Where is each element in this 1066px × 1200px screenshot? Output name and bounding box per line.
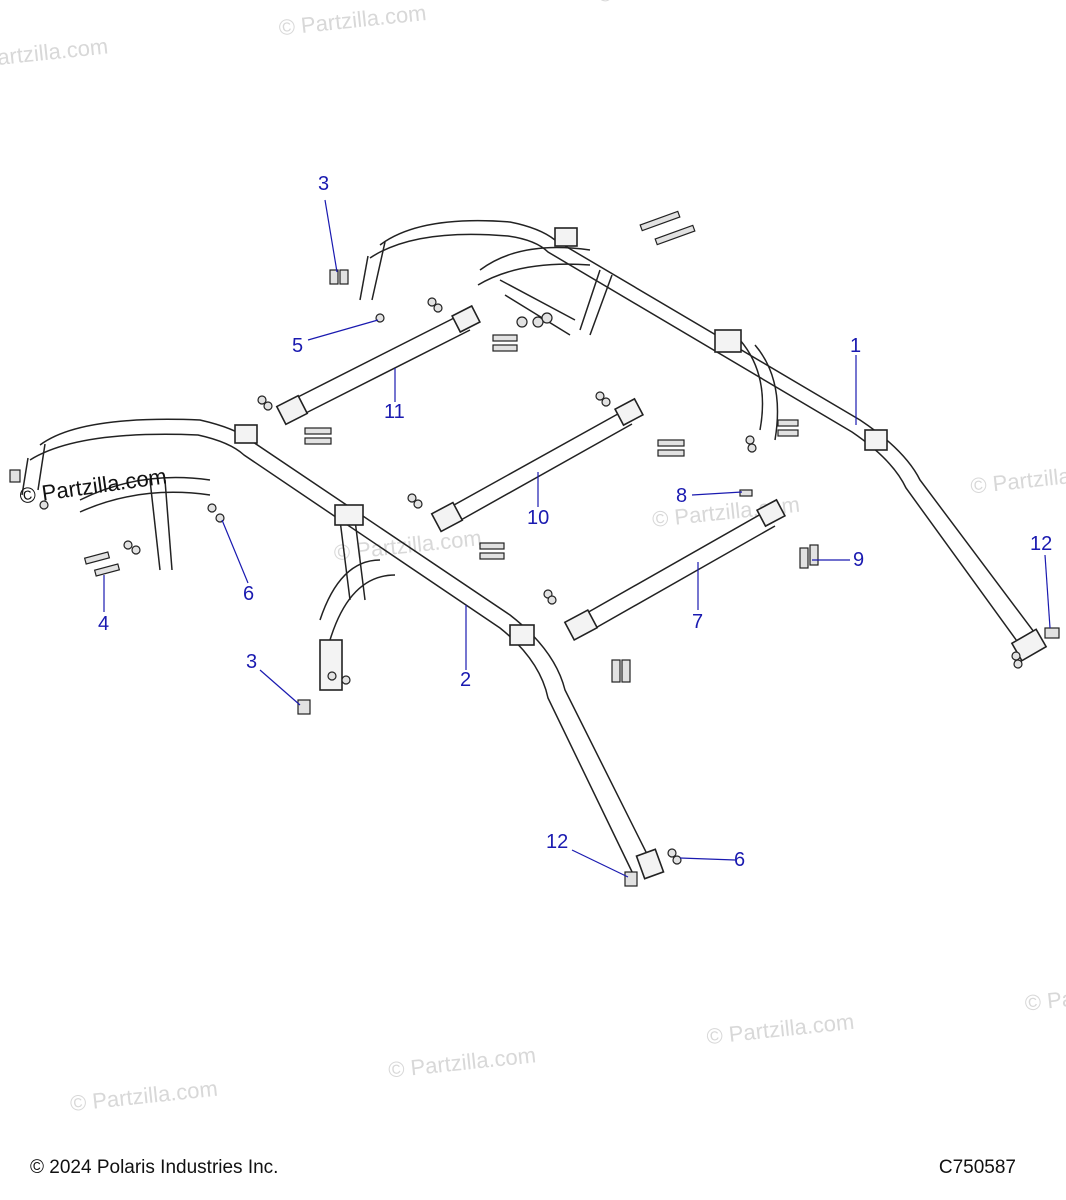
callout-label: 10	[527, 507, 549, 529]
callout-label: 12	[546, 831, 568, 853]
watermark: © Partzilla.com	[69, 1076, 219, 1116]
callout-label: 6	[734, 849, 745, 871]
callout-label: 2	[460, 669, 471, 691]
watermark: © Partzilla.com	[387, 1042, 537, 1082]
callout-label: 9	[853, 549, 864, 571]
callout-label: 7	[692, 611, 703, 633]
callout-label: 12	[1030, 533, 1052, 555]
callout-label: 5	[292, 335, 303, 357]
watermark: © Partzilla.com	[596, 0, 746, 7]
roll-cage-front-section	[21, 418, 665, 880]
watermark: © Partzilla.com	[705, 1009, 855, 1049]
crossbar-10	[430, 397, 645, 533]
hardware	[9, 210, 1060, 887]
callout-label: 11	[384, 401, 405, 423]
callout-label: 8	[676, 485, 687, 507]
roll-cage-rear-section	[359, 219, 1048, 662]
watermark: © Partzilla.com	[0, 33, 109, 73]
callout-label: 1	[850, 335, 861, 357]
crossbar-11	[275, 304, 481, 426]
callouts: 1 2 3 3 4 5 6 6 7 8 9 10 11 12 12	[98, 173, 1052, 871]
callout-label: 6	[243, 583, 254, 605]
watermarks: © Partzilla.com © Partzilla.com © Partzi…	[0, 0, 1066, 1116]
callout-label: 4	[98, 613, 109, 635]
crossbar-7	[563, 498, 787, 642]
callout-label: 3	[318, 173, 329, 195]
watermark: © Partzilla.com	[278, 0, 428, 40]
copyright-text: © 2024 Polaris Industries Inc.	[30, 1157, 279, 1178]
leader-lines	[103, 199, 1051, 878]
watermark: © Partzilla.com	[969, 458, 1066, 498]
watermark: © Partzilla.com	[1024, 975, 1066, 1015]
callout-label: 3	[246, 651, 257, 673]
diagram-code: C750587	[938, 1157, 1016, 1178]
